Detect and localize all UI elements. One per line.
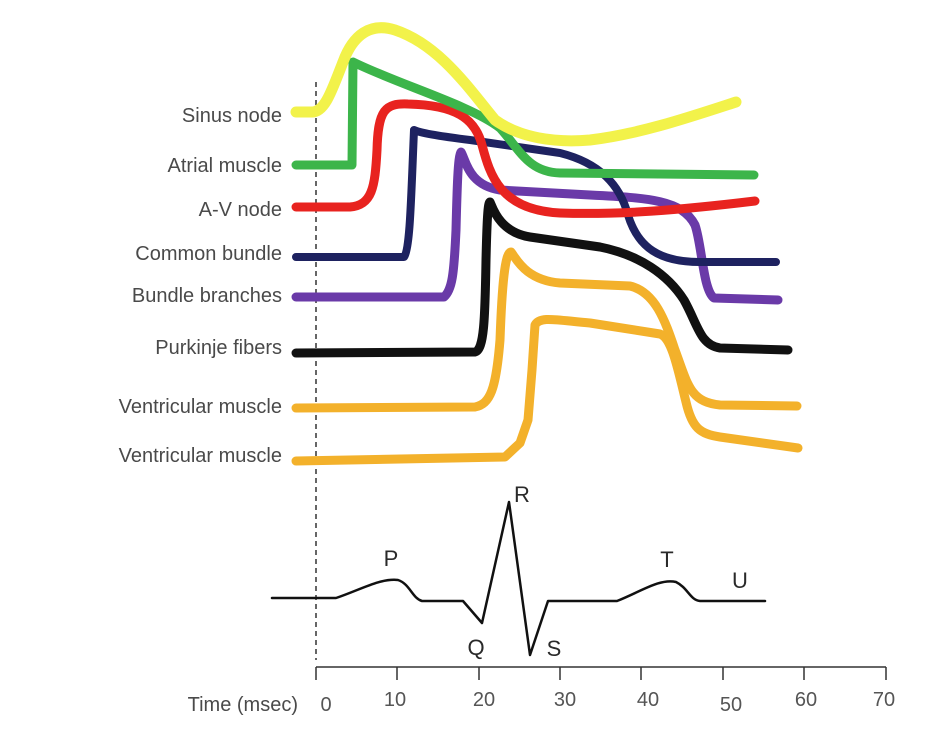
axis-tick-label: 30 [554,689,576,711]
wave-label-r: R [514,482,530,507]
axis-tick-label: 40 [637,689,659,711]
trace-branches [291,147,783,305]
row-label-branches: Bundle branches [132,285,282,307]
wave-label-t: T [660,547,673,572]
row-label-purkinje: Purkinje fibers [155,337,282,359]
time-axis-ticks [315,667,887,680]
row-labels: Sinus node Atrial muscle A-V node Common… [119,105,282,467]
ecg-trace [270,500,767,657]
trace-av [291,99,760,218]
trace-common [292,126,780,266]
row-label-vent2: Ventricular muscle [119,445,282,467]
wave-label-u: U [732,568,748,593]
trace-vent1 [291,247,802,413]
row-label-atrial: Atrial muscle [168,155,282,177]
trace-purkinje [291,197,793,358]
wave-label-p: P [384,546,399,571]
axis-tick-label: 60 [795,689,817,711]
axis-tick-label: 0 [320,694,331,716]
wave-label-s: S [547,636,562,661]
wave-label-q: Q [467,635,484,660]
time-axis: Time (msec) 0 10 20 30 40 50 60 70 [188,666,895,716]
row-label-vent1: Ventricular muscle [119,396,282,418]
axis-tick-label: 70 [873,689,895,711]
row-label-sinus: Sinus node [182,105,282,127]
axis-tick-label: 20 [473,689,495,711]
axis-title: Time (msec) [188,694,298,716]
axis-tick-label: 50 [720,694,742,716]
ecg-wave-labels: P Q R S T U [384,482,748,661]
axis-tick-label: 10 [384,689,406,711]
trace-sinus [290,22,742,147]
action-potential-traces [290,22,803,466]
row-label-common: Common bundle [135,243,282,265]
trace-vent2 [291,315,803,466]
row-label-av: A-V node [199,199,282,221]
